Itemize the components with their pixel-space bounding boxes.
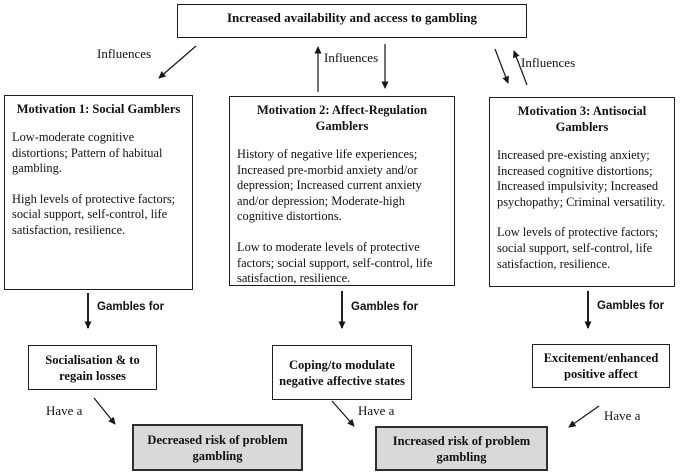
influences-label-right: Influences xyxy=(521,55,576,70)
have-a-right-arrow xyxy=(568,405,600,428)
motivation-1-title: Motivation 1: Social Gamblers xyxy=(16,102,181,116)
influences-label-left: Influences xyxy=(97,46,152,61)
motivation-3-para2: Low levels of protective factors; social… xyxy=(497,225,659,271)
outcome-socialisation-box: Socialisation & to regain losses xyxy=(28,345,157,390)
motivation-2-para2: Low to moderate levels of protective fac… xyxy=(237,239,433,286)
gambles-for-label-mid: Gambles for xyxy=(351,301,419,313)
have-a-label-right: Have a xyxy=(604,408,641,423)
decreased-risk-box: Decreased risk of problem gambling xyxy=(132,424,303,471)
outcome-coping-box: Coping/to modulate negative affective st… xyxy=(272,345,412,400)
motivation-1-para2: High levels of protective factors; socia… xyxy=(12,191,176,237)
outcome-excitement-box: Excitement/enhanced positive affect xyxy=(532,344,670,388)
influences-left-arrow xyxy=(158,45,197,79)
motivation-2-title: Motivation 2: Affect-Regulation Gamblers xyxy=(256,103,428,133)
influences-label-mid: Influences xyxy=(324,50,379,65)
gambles-for-label-right: Gambles for xyxy=(597,300,665,312)
top-box-increased-availability: Increased availability and access to gam… xyxy=(177,4,527,38)
have-a-left-arrow xyxy=(93,397,116,425)
influences-right-down-arrow xyxy=(494,48,509,84)
have-a-label-left: Have a xyxy=(46,403,83,418)
motivation-1-para1: Low-moderate cognitive distortions; Patt… xyxy=(12,130,163,176)
motivation-1-box: Motivation 1: Social Gamblers Low-modera… xyxy=(4,95,193,290)
gambles-for-label-left: Gambles for xyxy=(97,301,165,313)
motivation-2-box: Motivation 2: Affect-Regulation Gamblers… xyxy=(229,96,455,286)
motivation-3-title: Motivation 3: Antisocial Gamblers xyxy=(517,104,647,134)
motivation-3-box: Motivation 3: Antisocial Gamblers Increa… xyxy=(489,97,675,287)
increased-risk-box: Increased risk of problem gambling xyxy=(375,426,548,471)
motivation-2-para1: History of negative life experiences; In… xyxy=(237,147,422,224)
motivation-3-para1: Increased pre-existing anxiety; Increase… xyxy=(497,148,666,209)
influences-right-up-arrow xyxy=(513,50,528,86)
have-a-mid-arrow xyxy=(331,400,355,427)
have-a-label-mid: Have a xyxy=(358,403,395,418)
